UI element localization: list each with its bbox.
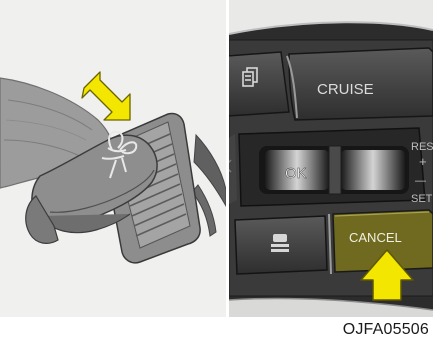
ok-scroll-wheel[interactable]: OK	[259, 146, 409, 194]
cruise-button[interactable]: CRUISE	[287, 48, 433, 120]
brake-pedal-drawing	[0, 0, 226, 317]
steering-wheel-drawing: CRUISE OK RES + — SET	[229, 0, 433, 317]
cruise-label: CRUISE	[317, 81, 374, 98]
plus-label: +	[419, 154, 427, 169]
brake-pedal-illustration	[0, 0, 226, 317]
minus-label: —	[415, 175, 426, 187]
cancel-label: CANCEL	[349, 230, 402, 245]
set-label: SET	[411, 193, 433, 205]
menu-button[interactable]	[229, 52, 289, 116]
steering-wheel-controls: CRUISE OK RES + — SET	[229, 0, 433, 317]
ok-label: OK	[285, 165, 307, 182]
res-label: RES	[411, 141, 433, 153]
figure-code: OJFA05506	[343, 320, 429, 340]
lane-assist-button[interactable]	[235, 216, 327, 274]
